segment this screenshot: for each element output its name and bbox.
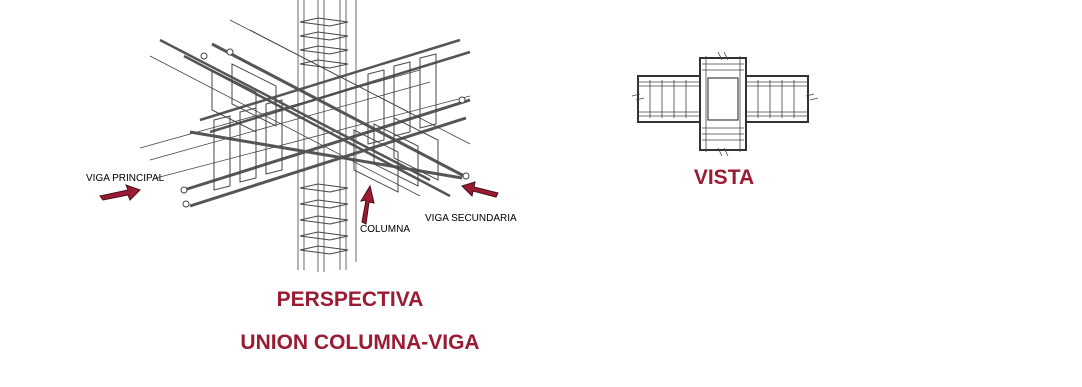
column-arrow xyxy=(359,184,375,225)
secondary-beam-reinforcement xyxy=(149,19,471,208)
secondary-beam-arrow xyxy=(461,181,499,198)
secondary-beam-label: VIGA SECUNDARIA xyxy=(425,213,517,224)
column-label: COLUMNA xyxy=(360,224,410,235)
elevation-title: VISTA xyxy=(694,166,754,189)
perspective-drawing: VIGA PRINCIPAL VIGA SECUNDARIA COLUMNA P… xyxy=(86,0,517,354)
union-title: UNION COLUMNA-VIGA xyxy=(240,331,479,354)
perspective-title: PERSPECTIVA xyxy=(277,288,424,311)
column-reinforcement xyxy=(297,0,357,272)
main-beam-arrow xyxy=(99,184,141,201)
main-beam-reinforcement xyxy=(139,38,471,208)
main-beam-label: VIGA PRINCIPAL xyxy=(86,173,165,184)
elevation-drawing: VISTA xyxy=(631,51,819,189)
